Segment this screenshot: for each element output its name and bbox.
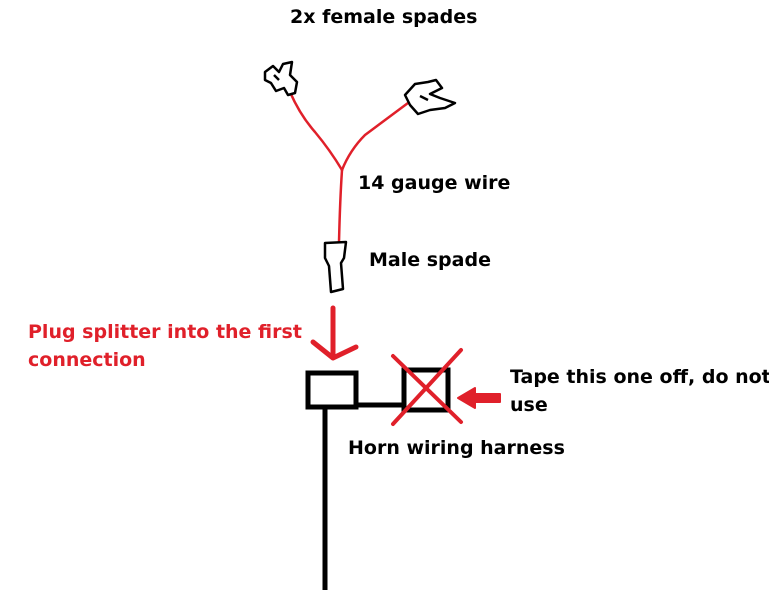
male-spade-icon [323, 240, 348, 294]
wire-gauge-label: 14 gauge wire [358, 172, 511, 194]
horn-wiring-harness [305, 367, 451, 590]
male-spade-label: Male spade [369, 249, 491, 271]
wire-branch-right [340, 98, 414, 172]
plug-instruction-line2: connection [28, 349, 146, 371]
do-not-use-x-icon [391, 348, 463, 426]
female-spade-right-icon [403, 78, 457, 116]
harness-connector-second [401, 367, 451, 413]
insert-arrow-icon [310, 305, 359, 361]
harness-connector-first [305, 370, 359, 410]
harness-label: Horn wiring harness [348, 437, 565, 459]
tape-arrow-icon [457, 387, 501, 409]
tape-instruction-line2: use [510, 394, 548, 416]
plug-instruction-line1: Plug splitter into the first [28, 321, 302, 343]
female-spades-label: 2x female spades [290, 6, 478, 28]
wire-branch-left [288, 90, 344, 172]
splitter-wire [288, 90, 414, 244]
tape-instruction-line1: Tape this one off, do not [510, 366, 769, 388]
wire-trunk [337, 168, 344, 244]
female-spade-left-icon [263, 60, 299, 97]
